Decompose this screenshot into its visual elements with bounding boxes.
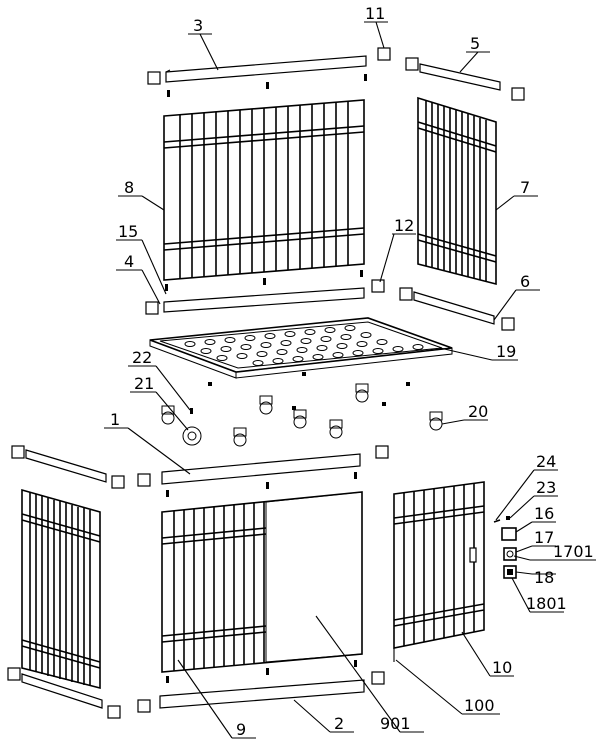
left-top-rail bbox=[25, 449, 107, 483]
label-6: 6 bbox=[520, 272, 530, 291]
door-10 bbox=[393, 481, 485, 649]
label-3: 3 bbox=[193, 16, 203, 35]
label-12: 12 bbox=[394, 216, 414, 235]
bottom-rail-6 bbox=[413, 291, 495, 325]
pins-front bbox=[166, 472, 357, 683]
side-connectors-bottom bbox=[399, 287, 515, 331]
label-19: 19 bbox=[496, 342, 516, 361]
label-5: 5 bbox=[470, 34, 480, 53]
front-connectors-top bbox=[137, 445, 389, 487]
top-rail-5 bbox=[419, 63, 501, 91]
label-21: 21 bbox=[134, 374, 154, 393]
left-side-panel bbox=[21, 488, 101, 690]
top-rail-3 bbox=[165, 55, 367, 83]
front-top-rail-1 bbox=[161, 453, 361, 485]
part-labels: 3 11 5 8 7 15 12 4 6 19 22 21 20 1 24 23… bbox=[110, 4, 594, 739]
label-22: 22 bbox=[132, 348, 152, 367]
label-11: 11 bbox=[365, 4, 385, 23]
screw-21 bbox=[190, 408, 193, 414]
latch-parts bbox=[493, 516, 517, 579]
side-connectors-top bbox=[405, 57, 525, 101]
casters-20 bbox=[161, 372, 443, 447]
brake-disc-22 bbox=[182, 426, 202, 446]
label-24: 24 bbox=[536, 452, 556, 471]
label-4: 4 bbox=[124, 252, 134, 271]
label-8: 8 bbox=[124, 178, 134, 197]
left-bottom-rail bbox=[21, 673, 103, 709]
label-901: 901 bbox=[380, 714, 411, 733]
label-1701: 1701 bbox=[553, 542, 594, 561]
left-connectors-top bbox=[11, 445, 125, 489]
label-7: 7 bbox=[520, 178, 530, 197]
label-23: 23 bbox=[536, 478, 556, 497]
front-connectors-bottom bbox=[137, 671, 385, 713]
leader-lines bbox=[104, 21, 596, 739]
front-panel-9 bbox=[161, 491, 363, 673]
label-100: 100 bbox=[464, 696, 495, 715]
bottom-rail-4 bbox=[163, 287, 365, 313]
bottom-connectors-back bbox=[145, 279, 385, 315]
back-panel-8 bbox=[163, 99, 365, 281]
label-2: 2 bbox=[334, 714, 344, 733]
top-connectors bbox=[147, 47, 391, 85]
label-15: 15 bbox=[118, 222, 138, 241]
label-20: 20 bbox=[468, 402, 488, 421]
label-1: 1 bbox=[110, 410, 120, 429]
left-connectors-bottom bbox=[7, 667, 121, 719]
label-10: 10 bbox=[492, 658, 512, 677]
label-1801: 1801 bbox=[526, 594, 567, 613]
label-9: 9 bbox=[236, 720, 246, 739]
pins-back bbox=[165, 74, 367, 291]
front-bottom-rail-2 bbox=[159, 679, 365, 709]
label-17: 17 bbox=[534, 528, 554, 547]
label-18: 18 bbox=[534, 568, 554, 587]
tray-19 bbox=[149, 317, 453, 379]
label-16: 16 bbox=[534, 504, 554, 523]
side-panel-7 bbox=[417, 96, 497, 286]
